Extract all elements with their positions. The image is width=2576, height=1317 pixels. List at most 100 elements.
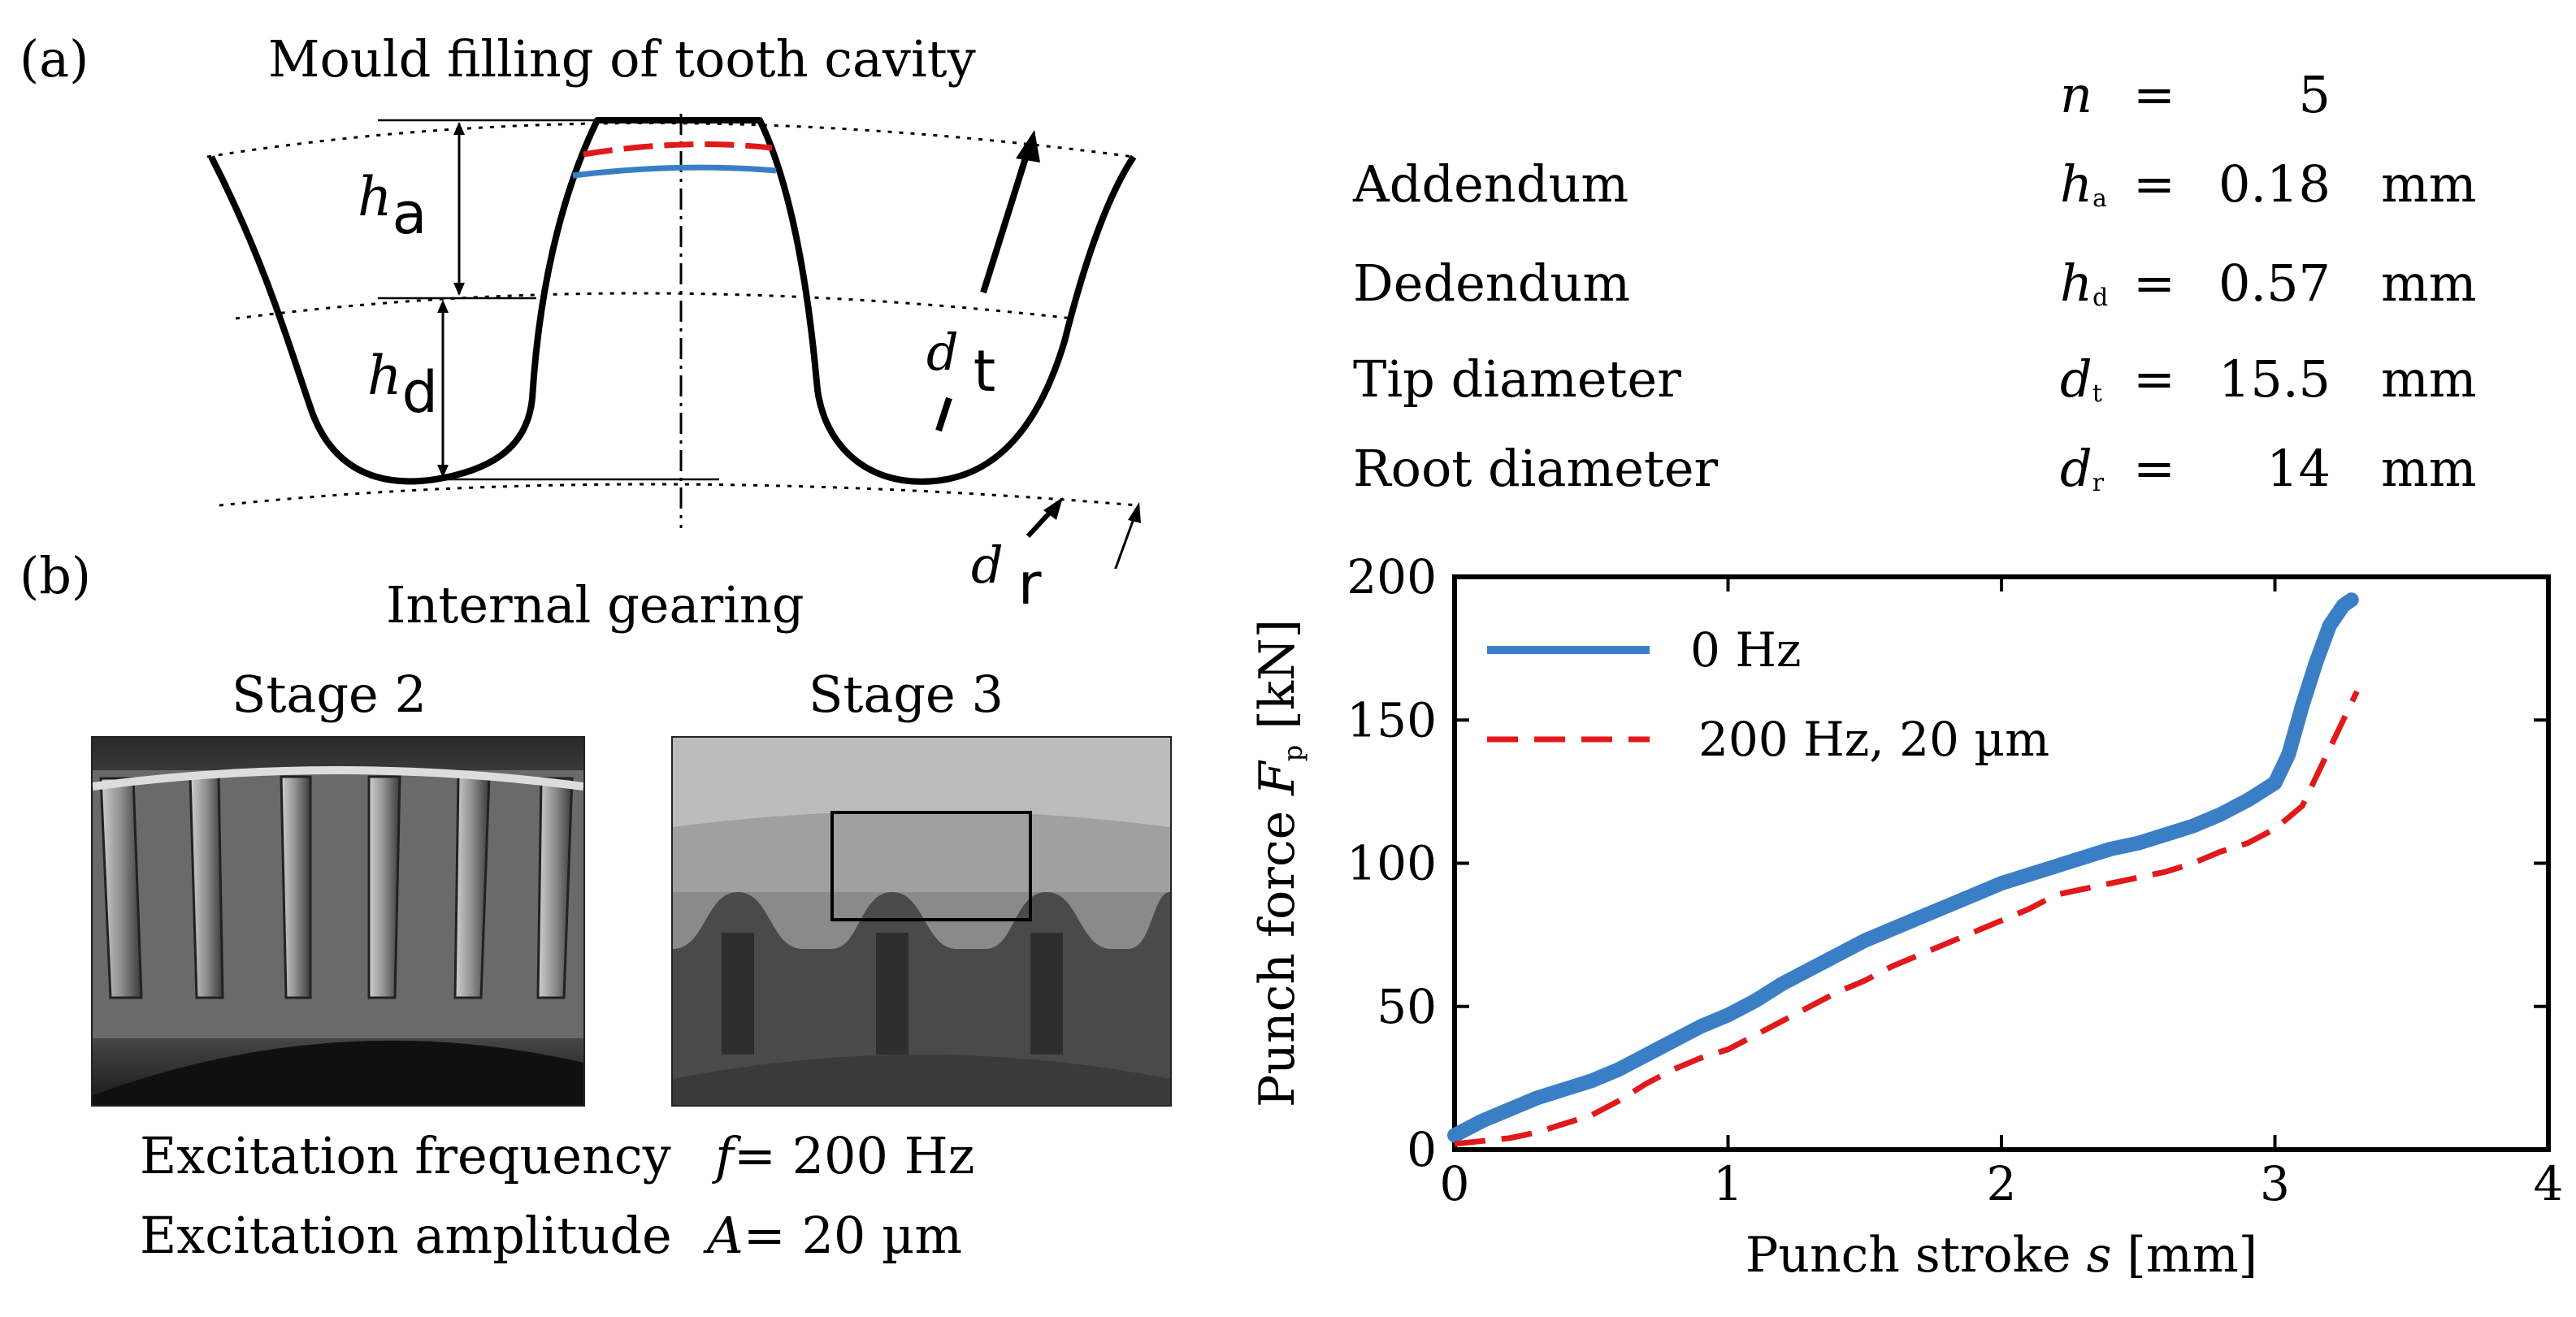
series-line-0 [1447, 592, 2359, 1143]
param-equals: = [2133, 349, 2175, 409]
tooth-cavity-diagram [206, 114, 1141, 569]
legend-label-0: 0 Hz [1690, 622, 1801, 678]
dt-subscript: t [973, 338, 996, 405]
param-symbol: dr [2060, 439, 2104, 498]
freq-label: Excitation frequency [140, 1126, 671, 1185]
param-symbol-subscript: t [2092, 379, 2102, 408]
param-symbol-letter: n [2060, 65, 2092, 124]
param-symbol-subscript: a [2092, 184, 2107, 213]
y-axis-title: Punch force Fp [kN] [1249, 619, 1308, 1107]
param-equals: = [2133, 253, 2175, 313]
ha-subscript: a [392, 180, 427, 247]
ha-arrow-top [453, 122, 465, 135]
ha-symbol: h [358, 166, 392, 228]
amp-value: = 20 µm [743, 1206, 963, 1265]
stage2-label: Stage 2 [232, 665, 427, 724]
param-unit: mm [2381, 154, 2477, 214]
root-circle-dotted [219, 483, 1138, 507]
y-tick-label: 200 [1347, 549, 1437, 604]
param-value: 15.5 [2218, 349, 2331, 409]
filling-line-0hz [572, 164, 777, 179]
stage2-teeth [93, 766, 583, 1105]
y-axis-title-text: Punch force [1249, 795, 1306, 1107]
amp-expression: A= 20 µm [707, 1206, 962, 1265]
y-axis-title-unit: [kN] [1249, 619, 1306, 745]
freq-value: = 200 Hz [733, 1126, 975, 1185]
hd-subscript: d [401, 359, 438, 426]
param-label: Root diameter [1353, 439, 1719, 498]
x-tick-label: 2 [1987, 1156, 2017, 1211]
dr-symbol: d [971, 535, 1004, 595]
dt-arrowhead [1016, 130, 1040, 162]
param-symbol: n [2060, 65, 2092, 124]
dt-symbol: d [926, 323, 959, 382]
param-value: 14 [2266, 439, 2331, 498]
x-tick-label: 1 [1713, 1156, 1743, 1211]
param-symbol-subscript: d [2092, 284, 2109, 312]
param-label: Tip diameter [1353, 349, 1681, 409]
param-symbol: ha [2060, 154, 2107, 214]
panel-a-label: (a) [20, 29, 89, 89]
param-symbol-letter: d [2060, 349, 2092, 409]
cavity-profile [208, 117, 1137, 485]
hd-arrow-bottom [437, 465, 449, 478]
tip-circle-dotted [206, 122, 1134, 158]
dr-arrowhead [1043, 497, 1063, 520]
filling-line-200hz [583, 141, 773, 158]
param-unit: mm [2381, 349, 2477, 409]
param-symbol-letter: d [2060, 439, 2092, 498]
ha-arrow-bottom [453, 283, 465, 296]
stage3-photo [671, 736, 1172, 1107]
detail-leader-arrowhead [1128, 502, 1141, 523]
dt-arrow-lower [935, 396, 952, 432]
detail-box [830, 811, 1032, 921]
param-symbol: hd [2060, 253, 2108, 313]
amp-label: Excitation amplitude [140, 1206, 672, 1265]
param-unit: mm [2381, 439, 2477, 498]
panel-a-title: Mould filling of tooth cavity [268, 29, 976, 89]
y-axis-title-symbol: F [1249, 760, 1306, 796]
hd-symbol: h [367, 344, 402, 407]
x-axis-title-text: Punch stroke [1746, 1227, 2087, 1284]
series-line-1 [1454, 690, 2360, 1147]
y-tick-label: 150 [1347, 692, 1437, 747]
freq-symbol: f [715, 1126, 734, 1185]
ha-label: ha [358, 162, 427, 247]
amp-symbol: A [707, 1206, 744, 1265]
freq-expression: f= 200 Hz [715, 1126, 974, 1185]
x-axis-title-symbol: s [2087, 1227, 2112, 1284]
x-tick-label: 4 [2534, 1156, 2564, 1211]
x-tick-label: 3 [2260, 1156, 2290, 1211]
param-label: Dedendum [1353, 253, 1631, 313]
param-symbol-letter: h [2060, 154, 2092, 214]
stage3-label: Stage 3 [809, 665, 1004, 724]
pitch-circle-dotted [235, 292, 1073, 320]
param-value: 0.57 [2218, 253, 2331, 313]
hd-label: hd [367, 341, 438, 426]
param-symbol-subscript: r [2092, 469, 2105, 497]
param-symbol-letter: h [2060, 253, 2092, 313]
x-tick-label: 0 [1440, 1156, 1470, 1211]
param-equals: = [2133, 65, 2175, 124]
param-symbol: dt [2060, 349, 2102, 409]
param-value: 5 [2298, 65, 2331, 124]
stage3-teeth [673, 738, 1170, 1105]
legend-label-1: 200 Hz, 20 µm [1698, 712, 2049, 767]
stage2-photo [91, 736, 585, 1107]
param-value: 0.18 [2218, 154, 2331, 214]
hd-arrow-top [437, 300, 449, 313]
y-tick-label: 50 [1377, 979, 1437, 1034]
dr-subscript: r [1017, 551, 1042, 617]
x-axis-title: Punch stroke s [mm] [1746, 1227, 2257, 1284]
x-axis-title-unit: [mm] [2111, 1227, 2257, 1284]
panel-b-label: (b) [20, 546, 92, 605]
y-tick-label: 100 [1347, 836, 1437, 891]
y-axis-title-subscript: p [1277, 745, 1308, 761]
param-equals: = [2133, 439, 2175, 498]
param-label: Addendum [1353, 154, 1629, 214]
panel-b-title: Internal gearing [386, 575, 804, 635]
y-tick-label: 0 [1407, 1122, 1437, 1177]
param-equals: = [2133, 154, 2175, 214]
